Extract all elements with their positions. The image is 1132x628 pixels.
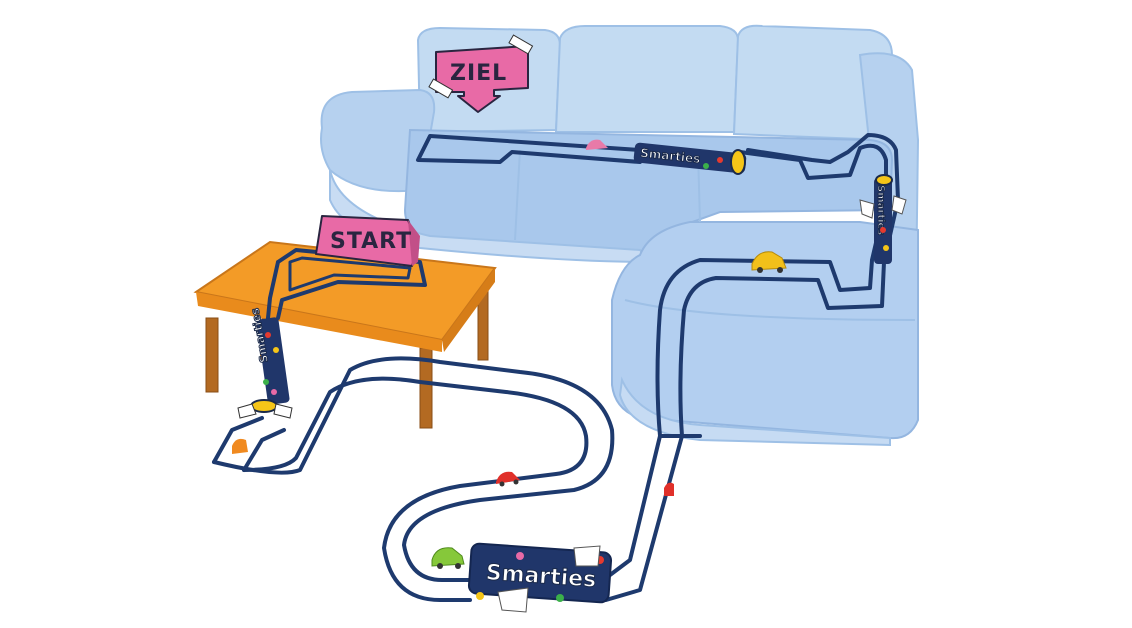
candy-tube-cap bbox=[875, 174, 893, 186]
candy-dot bbox=[880, 227, 886, 233]
candy-tube-floor: Smarties bbox=[467, 542, 613, 613]
candy-tube-sofa-corner: Smarties bbox=[859, 174, 907, 264]
candy-tube-sofa-seat-body bbox=[633, 142, 747, 174]
paper-wrapper bbox=[497, 545, 601, 613]
candy-dot bbox=[516, 552, 524, 560]
green-car bbox=[431, 547, 465, 569]
candy-tube-sofa-seat: Smarties bbox=[633, 142, 747, 175]
candy-dot bbox=[476, 592, 484, 600]
sofa-back-cushion-middle bbox=[554, 25, 740, 133]
candy-tube-sofa-corner-brand: Smarties bbox=[875, 185, 886, 235]
track-chaise-climb bbox=[655, 198, 900, 438]
candy-dot bbox=[556, 594, 564, 602]
red-car bbox=[496, 471, 520, 487]
orange-car bbox=[232, 438, 248, 454]
table-apron bbox=[196, 292, 442, 352]
table-leg-front-left bbox=[205, 317, 219, 393]
start-sign-label: START bbox=[330, 229, 412, 254]
finish-sign-label: ZIEL bbox=[450, 61, 507, 86]
track-bottom-right bbox=[604, 434, 702, 602]
paper-wrapper bbox=[859, 195, 907, 219]
tape-strip bbox=[428, 78, 454, 99]
start-sign-side bbox=[408, 220, 420, 266]
sofa-chaise-seam bbox=[624, 299, 916, 321]
candy-dot bbox=[263, 379, 269, 385]
finish-sign: ZIEL bbox=[428, 34, 534, 113]
candy-tube-cap bbox=[730, 149, 746, 175]
pink-car bbox=[586, 139, 608, 150]
candy-tube-sofa-seat-brand: Smarties bbox=[640, 146, 701, 166]
candy-dot bbox=[883, 245, 889, 251]
yellow-car bbox=[751, 251, 787, 273]
finish-sign-board bbox=[435, 45, 529, 113]
candy-dot bbox=[271, 389, 277, 395]
track-descent-left bbox=[212, 416, 286, 472]
track-start-inner bbox=[288, 256, 412, 292]
tape-strip bbox=[508, 34, 534, 55]
candy-dot bbox=[265, 332, 271, 338]
start-sign: START bbox=[315, 215, 420, 267]
track-start-loop bbox=[266, 248, 427, 320]
candy-tube-table: Smarties bbox=[237, 306, 293, 419]
track-sofa-seat bbox=[738, 133, 900, 202]
race-track bbox=[212, 133, 900, 602]
red-car-small bbox=[664, 482, 674, 496]
paper-wrapper bbox=[237, 403, 293, 419]
sofa bbox=[320, 24, 920, 447]
candy-dot bbox=[717, 157, 723, 163]
sofa-chaise-front bbox=[618, 376, 891, 447]
candy-tube-sofa-corner-body bbox=[874, 178, 892, 264]
candy-tube-table-body bbox=[256, 317, 290, 405]
coffee-table bbox=[193, 240, 497, 429]
track-floor-inner bbox=[242, 376, 589, 602]
track-sofa-back-left bbox=[416, 134, 642, 164]
candy-dot bbox=[273, 347, 279, 353]
candy-dot bbox=[703, 163, 709, 169]
table-apron-right bbox=[442, 268, 495, 352]
